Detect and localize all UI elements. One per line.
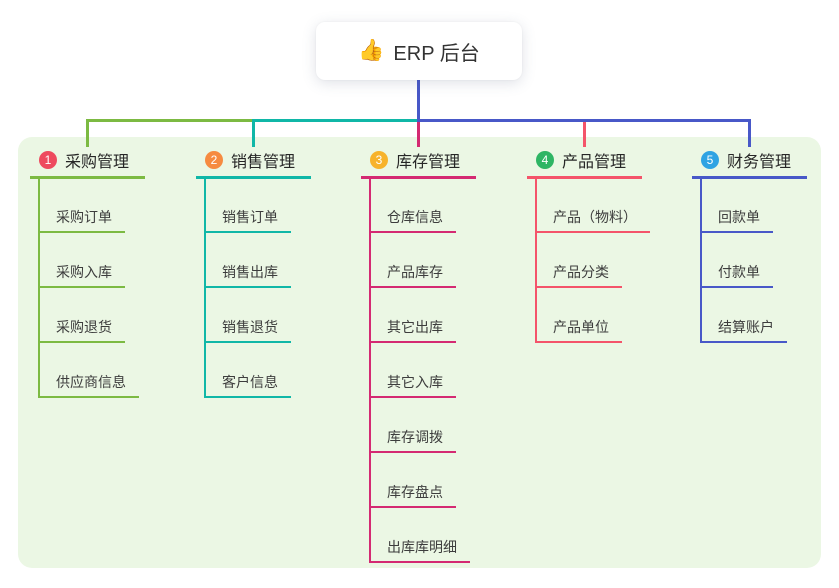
branch-label: 财务管理 bbox=[727, 154, 792, 171]
child-node[interactable]: 客户信息 bbox=[204, 364, 291, 398]
child-node[interactable]: 采购退货 bbox=[38, 309, 125, 343]
child-label: 其它出库 bbox=[387, 319, 443, 335]
branch-label: 采购管理 bbox=[65, 154, 130, 171]
child-label: 其它入库 bbox=[387, 374, 443, 390]
child-label: 回款单 bbox=[718, 209, 760, 225]
branch-header[interactable]: 5 财务管理 bbox=[692, 144, 807, 179]
child-node[interactable]: 销售退货 bbox=[204, 309, 291, 343]
root-node[interactable]: 👍 ERP 后台 bbox=[316, 22, 522, 80]
thumbs-up-icon: 👍 bbox=[358, 39, 385, 62]
child-label: 付款单 bbox=[718, 264, 760, 280]
child-label: 供应商信息 bbox=[56, 374, 126, 390]
connector-line bbox=[252, 119, 255, 147]
connector-line bbox=[252, 119, 420, 122]
child-node[interactable]: 供应商信息 bbox=[38, 364, 139, 398]
root-label: ERP 后台 bbox=[393, 42, 480, 65]
child-label: 仓库信息 bbox=[387, 209, 443, 225]
branch-header[interactable]: 4 产品管理 bbox=[527, 144, 642, 179]
child-label: 采购退货 bbox=[56, 319, 112, 335]
branch-label: 销售管理 bbox=[231, 154, 296, 171]
child-node[interactable]: 其它出库 bbox=[369, 309, 456, 343]
child-label: 销售出库 bbox=[222, 264, 278, 280]
child-label: 产品库存 bbox=[387, 264, 443, 280]
child-label: 采购订单 bbox=[56, 209, 112, 225]
child-label: 产品单位 bbox=[553, 319, 609, 335]
child-label: 库存调拨 bbox=[387, 429, 443, 445]
child-label: 产品（物料） bbox=[553, 209, 637, 225]
branch-label: 产品管理 bbox=[562, 154, 627, 171]
connector-line bbox=[417, 119, 751, 122]
child-label: 销售订单 bbox=[222, 209, 278, 225]
child-label: 客户信息 bbox=[222, 374, 278, 390]
branches-panel-background bbox=[18, 137, 821, 568]
branch-number-badge: 1 bbox=[39, 151, 57, 169]
branch-header[interactable]: 3 库存管理 bbox=[361, 144, 476, 179]
child-node[interactable]: 库存调拨 bbox=[369, 419, 456, 453]
branch-header[interactable]: 1 采购管理 bbox=[30, 144, 145, 179]
child-label: 库存盘点 bbox=[387, 484, 443, 500]
connector-line bbox=[748, 119, 751, 147]
child-label: 出库库明细 bbox=[387, 539, 457, 555]
connector-line bbox=[86, 119, 255, 122]
child-node[interactable]: 产品（物料） bbox=[535, 199, 650, 233]
connector-line bbox=[417, 119, 420, 147]
child-node[interactable]: 付款单 bbox=[700, 254, 773, 288]
child-label: 采购入库 bbox=[56, 264, 112, 280]
child-label: 销售退货 bbox=[222, 319, 278, 335]
child-node[interactable]: 采购入库 bbox=[38, 254, 125, 288]
child-label: 产品分类 bbox=[553, 264, 609, 280]
child-node[interactable]: 销售出库 bbox=[204, 254, 291, 288]
child-node[interactable]: 产品分类 bbox=[535, 254, 622, 288]
branch-number-badge: 2 bbox=[205, 151, 223, 169]
child-node[interactable]: 出库库明细 bbox=[369, 529, 470, 563]
child-label: 结算账户 bbox=[718, 319, 774, 335]
connector-line bbox=[700, 176, 702, 343]
branch-number-badge: 4 bbox=[536, 151, 554, 169]
connector-line bbox=[86, 119, 89, 147]
child-node[interactable]: 产品库存 bbox=[369, 254, 456, 288]
child-node[interactable]: 其它入库 bbox=[369, 364, 456, 398]
connector-line bbox=[369, 176, 371, 563]
child-node[interactable]: 结算账户 bbox=[700, 309, 787, 343]
child-node[interactable]: 产品单位 bbox=[535, 309, 622, 343]
connector-line bbox=[417, 80, 420, 122]
child-node[interactable]: 库存盘点 bbox=[369, 474, 456, 508]
child-node[interactable]: 采购订单 bbox=[38, 199, 125, 233]
branch-label: 库存管理 bbox=[396, 154, 461, 171]
child-node[interactable]: 仓库信息 bbox=[369, 199, 456, 233]
connector-line bbox=[583, 119, 586, 147]
connector-line bbox=[535, 176, 537, 343]
branch-header[interactable]: 2 销售管理 bbox=[196, 144, 311, 179]
branch-number-badge: 3 bbox=[370, 151, 388, 169]
branch-number-badge: 5 bbox=[701, 151, 719, 169]
child-node[interactable]: 销售订单 bbox=[204, 199, 291, 233]
child-node[interactable]: 回款单 bbox=[700, 199, 773, 233]
